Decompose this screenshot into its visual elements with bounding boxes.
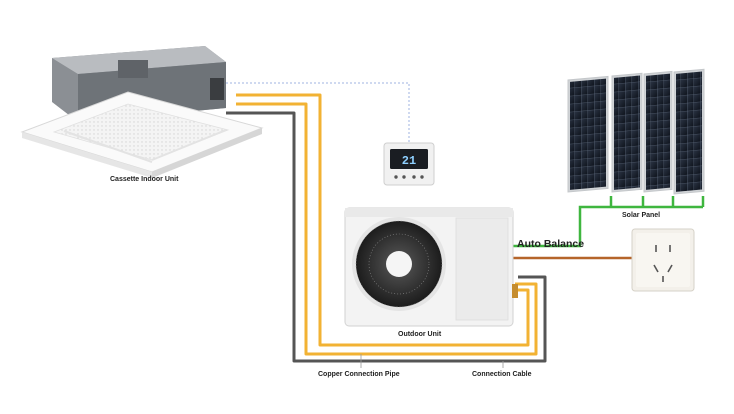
copper-pipe-2 [236,102,538,356]
connection-cable [226,111,547,363]
connection-cable-label: Connection Cable [472,371,532,378]
cassette-indoor-unit-icon [20,46,264,178]
copper-pipe-label: Copper Connection Pipe [318,371,400,378]
copper-pipe-1 [236,93,530,347]
outdoor-unit-label: Outdoor Unit [398,331,442,338]
wired-controller-icon [383,142,435,186]
solar-link [513,205,703,248]
solar-panel-icon [567,68,705,195]
controller-display: 21 [402,154,416,168]
auto-balance-label: Auto Balance [517,238,585,250]
solar-panel-label: Solar Panel [622,212,661,219]
wall-socket-icon [631,228,695,292]
outdoor-unit-icon [344,207,518,327]
indoor-unit-label: Cassette Indoor Unit [110,176,179,183]
